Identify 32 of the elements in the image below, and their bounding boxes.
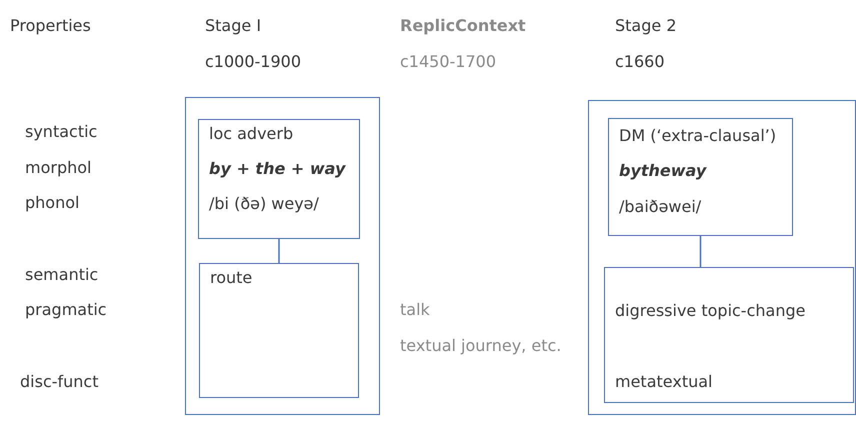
cell-text: bytheway: [619, 161, 706, 181]
connector-line: [278, 239, 280, 263]
cell-text: /bi (ðə) weyə/: [209, 194, 319, 214]
connector-line: [700, 236, 702, 267]
context-text: textual journey, etc.: [400, 336, 562, 356]
text-box: [604, 267, 854, 403]
row-label: semantic: [25, 265, 98, 285]
stage-frame: [185, 97, 380, 415]
stage-frame: [588, 100, 856, 415]
cell-text: /baiðəwei/: [619, 197, 702, 217]
cell-text: metatextual: [615, 372, 712, 392]
row-label: morphol: [25, 158, 92, 178]
row-label: phonol: [25, 193, 80, 213]
context-text: c1450-1700: [400, 52, 496, 72]
cell-text: DM (‘extra-clausal’): [619, 126, 776, 146]
column-heading: ReplicContext: [400, 16, 526, 36]
column-heading: Stage I: [205, 16, 262, 36]
row-label: pragmatic: [25, 300, 107, 320]
cell-text: digressive topic-change: [615, 301, 806, 321]
column-heading: c1660: [615, 52, 665, 72]
text-box: [198, 119, 360, 239]
column-heading: c1000-1900: [205, 52, 302, 72]
cell-text: route: [210, 268, 252, 288]
row-label: syntactic: [25, 122, 98, 142]
column-heading: Properties: [10, 16, 91, 36]
column-heading: Stage 2: [615, 16, 676, 36]
text-box: [199, 263, 359, 398]
text-box: [608, 118, 793, 236]
context-text: talk: [400, 300, 430, 320]
row-label: disc-funct: [20, 372, 98, 392]
cell-text: by + the + way: [209, 159, 346, 179]
cell-text: loc adverb: [209, 124, 294, 144]
